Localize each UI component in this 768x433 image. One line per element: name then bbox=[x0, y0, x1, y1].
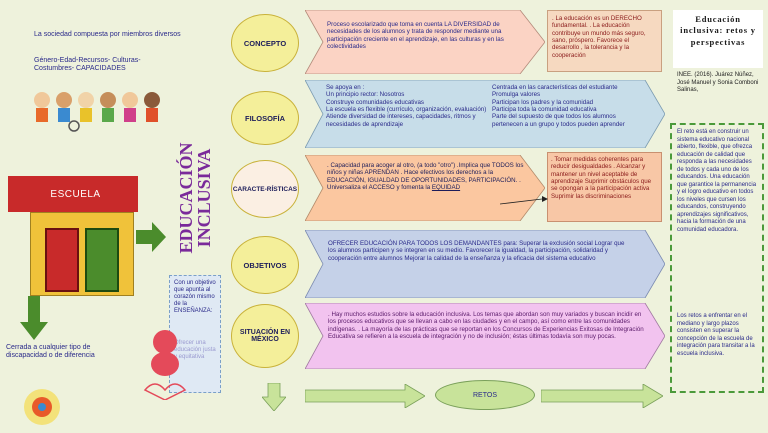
filosofia-item: Parte del supuesto de que todos los alum… bbox=[492, 113, 625, 128]
concepto-oval: CONCEPTO bbox=[231, 14, 299, 72]
filosofia-item: Construye comunidades educativas bbox=[326, 98, 425, 106]
filosofia-item: Centrada en las características del estu… bbox=[492, 84, 618, 91]
filosofia-left-list: Se apoya en : Un principio rector: Nosot… bbox=[326, 84, 496, 128]
filosofia-item: Promulga valores bbox=[492, 91, 541, 99]
caracteristicas-connector-arrow bbox=[500, 196, 548, 205]
right-panel-box: El reto está en construir un sistema edu… bbox=[670, 123, 764, 393]
vertical-title: EDUCACIÓN INCLUSIVA bbox=[176, 142, 214, 254]
objetivos-arrow-shape bbox=[305, 230, 665, 298]
caracteristicas-oval: CARACTE-RÍSTICAS bbox=[231, 160, 299, 218]
bottom-down-arrow bbox=[262, 383, 286, 411]
filosofia-oval: FILOSOFÍA bbox=[231, 91, 299, 145]
mexico-oval: SITUACIÓN EN MÉXICO bbox=[231, 304, 299, 368]
right-panel-title: Educación inclusiva: retos y perspectiva… bbox=[680, 14, 756, 47]
escuela-door-green bbox=[85, 228, 119, 292]
filosofia-arrow-shape bbox=[305, 80, 665, 148]
note-text-1: Con un objetivo que apunta al corazón mi… bbox=[174, 280, 216, 315]
escuela-roof bbox=[8, 176, 138, 212]
children-illustration bbox=[34, 92, 160, 132]
caracteristicas-text: . Capacidad para acoger al otro, (a todo… bbox=[327, 162, 532, 191]
objetivos-text: OFRECER EDUCACIÓN PARA TODOS LOS DEMANDA… bbox=[328, 240, 625, 262]
filosofia-item: Se apoya en : bbox=[326, 84, 365, 91]
escuela-caption: Cerrada a cualquier tipo de discapacidad… bbox=[6, 344, 95, 360]
filosofia-right-list: Centrada en las características del estu… bbox=[492, 84, 642, 128]
bottom-arrow-1 bbox=[305, 384, 425, 408]
right-panel-title-box: Educación inclusiva: retos y perspectiva… bbox=[673, 10, 763, 68]
concepto-text: Proceso escolarizado que toma en cuenta … bbox=[327, 21, 504, 50]
objetivos-oval: OBJETIVOS bbox=[231, 236, 299, 294]
caracteristicas-main-text: . Capacidad para acoger al otro, (a todo… bbox=[327, 162, 524, 191]
note-text-2: Ofrecer una educación justa y equitativa bbox=[174, 340, 216, 361]
right-panel-citation: INEE. (2016). Juárez Núñez, José Manuel … bbox=[677, 72, 759, 93]
caracteristicas-side-box: . Tomar medidas coherentes para reducir … bbox=[547, 152, 662, 222]
escuela-label: ESCUELA bbox=[50, 188, 101, 200]
concepto-side-text: . La educación es un DERECHO fundamental… bbox=[552, 15, 646, 59]
bottom-arrow-2 bbox=[541, 384, 663, 408]
right-panel-para-1: El reto está en construir un sistema edu… bbox=[677, 129, 757, 233]
mexico-text: . Hay muchos estudios sobre la educación… bbox=[328, 311, 644, 340]
mexico-arrow-shape bbox=[305, 303, 665, 369]
filosofia-item: Atiende diversidad de intereses, capacid… bbox=[326, 113, 476, 128]
concepto-side-box: . La educación es un DERECHO fundamental… bbox=[547, 10, 662, 72]
note-box: Con un objetivo que apunta al corazón mi… bbox=[169, 275, 221, 393]
retos-oval: RETOS bbox=[435, 380, 535, 410]
intro-line-1: La sociedad compuesta por miembros diver… bbox=[34, 31, 181, 38]
filosofia-item: La escuela es flexible (currículo, organ… bbox=[326, 105, 487, 113]
caracteristicas-underline: EQUIDAD bbox=[431, 183, 461, 191]
concepto-arrow-shape bbox=[305, 10, 545, 74]
school-right-arrow bbox=[136, 222, 166, 252]
escuela-door-red bbox=[45, 228, 79, 292]
filosofia-item: Un principio rector: Nosotros bbox=[326, 91, 405, 99]
cupid-illustration bbox=[143, 330, 187, 400]
caracteristicas-arrow-shape bbox=[305, 155, 545, 221]
filosofia-item: Participan los padres y la comunidad bbox=[492, 98, 594, 106]
intro-line-2: Género-Edad-Recursos- Culturas-Costumbre… bbox=[34, 57, 141, 73]
logo-icon bbox=[24, 389, 60, 425]
caracteristicas-side-text: . Tomar medidas coherentes para reducir … bbox=[551, 156, 652, 200]
right-panel-para-2: Los retos a enfrentar en el mediano y la… bbox=[677, 313, 755, 357]
school-down-arrow bbox=[20, 296, 48, 340]
filosofia-item: Participa toda la comunidad educativa bbox=[492, 105, 597, 113]
